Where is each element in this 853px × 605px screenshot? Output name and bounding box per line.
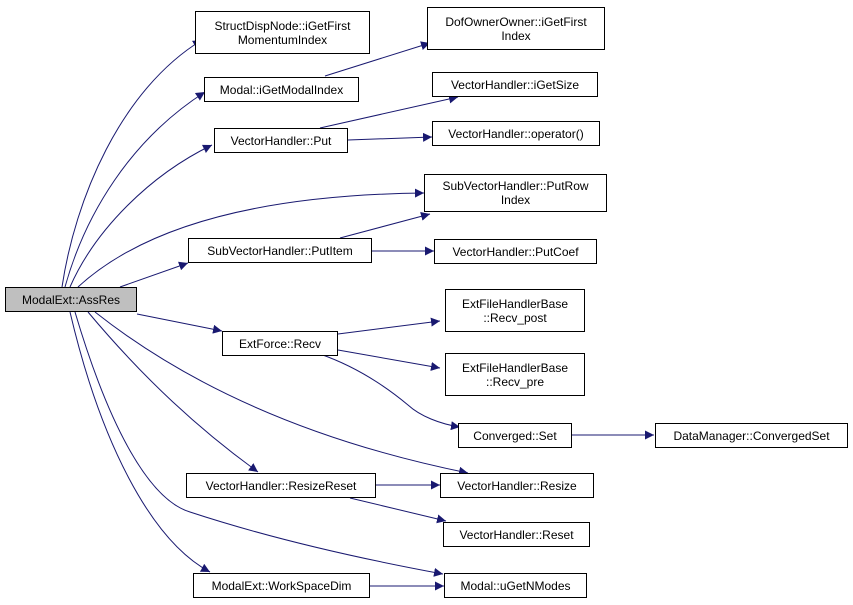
edge-assres-to-extforce-recv	[136, 313, 223, 334]
node-label: ModalExt::WorkSpaceDim	[211, 578, 352, 593]
edge-vh-put-to-vh-igetsize	[319, 94, 459, 129]
edge-assres-to-vh-put	[69, 144, 213, 288]
node-modal-igetmodalindex[interactable]: Modal::iGetModalIndex	[204, 77, 359, 102]
edge-extforce-recv-to-converged-set	[319, 353, 461, 431]
edge-svh-putitem-to-svh-putrowindex	[339, 211, 431, 239]
node-extforce-recv[interactable]: ExtForce::Recv	[222, 331, 338, 356]
node-label: Modal::iGetModalIndex	[219, 82, 344, 97]
node-label: VectorHandler::Resize	[457, 478, 577, 493]
node-label: ExtFileHandlerBase	[461, 296, 569, 311]
node-label: ExtFileHandlerBase	[461, 360, 569, 375]
edge-assres-to-vh-resizereset	[87, 311, 259, 473]
node-vectorhandler-putcoef[interactable]: VectorHandler::PutCoef	[434, 239, 597, 264]
node-vectorhandler-resize[interactable]: VectorHandler::Resize	[440, 473, 594, 498]
node-vectorhandler-reset[interactable]: VectorHandler::Reset	[443, 522, 590, 547]
edge-extforce-recv-to-recv-post	[337, 317, 441, 335]
node-modalext-workspacedim[interactable]: ModalExt::WorkSpaceDim	[193, 573, 370, 598]
edge-assres-to-svh-putitem	[119, 261, 189, 288]
node-structdispnode-igetfirstmomentumindex[interactable]: StructDispNode::iGetFirst MomentumIndex	[195, 11, 370, 54]
edge-assres-to-workspacedim	[69, 311, 211, 573]
node-subvectorhandler-putrowindex[interactable]: SubVectorHandler::PutRow Index	[424, 174, 607, 212]
node-label: SubVectorHandler::PutItem	[207, 243, 353, 258]
node-label: MomentumIndex	[237, 32, 328, 47]
node-label: VectorHandler::PutCoef	[452, 244, 579, 259]
edge-assres-to-modal-igetmodalindex	[64, 91, 206, 288]
edge-assres-to-structdispnode	[61, 39, 203, 288]
edge-vh-resizereset-to-vh-reset	[349, 497, 447, 524]
node-extfilehandlerbase-recv-post[interactable]: ExtFileHandlerBase ::Recv_post	[445, 289, 585, 332]
node-label: SubVectorHandler::PutRow	[442, 179, 589, 193]
node-label: Index	[501, 28, 531, 43]
node-subvectorhandler-putitem[interactable]: SubVectorHandler::PutItem	[188, 238, 372, 263]
node-modal-ugetnmodes[interactable]: Modal::uGetNModes	[444, 573, 587, 598]
node-label: VectorHandler::iGetSize	[450, 77, 580, 92]
edge-assres-to-svh-putrowindex	[77, 188, 425, 288]
node-datamanager-convergedset[interactable]: DataManager::ConvergedSet	[655, 423, 848, 448]
node-label: DofOwnerOwner::iGetFirst	[445, 14, 587, 29]
edge-vh-put-to-vh-operator	[347, 132, 433, 142]
node-label: VectorHandler::Put	[230, 133, 332, 148]
node-label: VectorHandler::ResizeReset	[205, 478, 357, 493]
node-label: Index	[500, 193, 531, 207]
node-label: ::Recv_post	[483, 310, 547, 325]
node-label: ::Recv_pre	[485, 374, 545, 389]
node-label: Converged::Set	[473, 428, 557, 443]
node-label: StructDispNode::iGetFirst	[214, 18, 351, 33]
node-vectorhandler-operator[interactable]: VectorHandler::operator()	[432, 121, 600, 146]
node-label: Modal::uGetNModes	[460, 578, 571, 593]
edge-modal-igetmodalindex-to-dofownerowner	[324, 41, 431, 77]
edge-assres-to-modal-ugetnmodes	[74, 311, 444, 577]
node-vectorhandler-put[interactable]: VectorHandler::Put	[214, 128, 348, 153]
node-label: VectorHandler::operator()	[448, 126, 584, 141]
node-vectorhandler-resizereset[interactable]: VectorHandler::ResizeReset	[186, 473, 376, 498]
edge-assres-to-vh-resize	[94, 311, 469, 476]
node-vectorhandler-igetsize[interactable]: VectorHandler::iGetSize	[432, 72, 598, 97]
node-label: DataManager::ConvergedSet	[673, 428, 830, 443]
node-label: ExtForce::Recv	[238, 336, 322, 351]
node-modalext-assres: ModalExt::AssRes	[5, 287, 137, 312]
node-converged-set[interactable]: Converged::Set	[458, 423, 572, 448]
edge-extforce-recv-to-recv-pre	[337, 349, 441, 371]
node-label: VectorHandler::Reset	[459, 527, 574, 542]
node-dofownerowner-igetfirstindex[interactable]: DofOwnerOwner::iGetFirst Index	[427, 7, 605, 50]
node-label: ModalExt::AssRes	[21, 292, 121, 307]
node-extfilehandlerbase-recv-pre[interactable]: ExtFileHandlerBase ::Recv_pre	[445, 353, 585, 396]
